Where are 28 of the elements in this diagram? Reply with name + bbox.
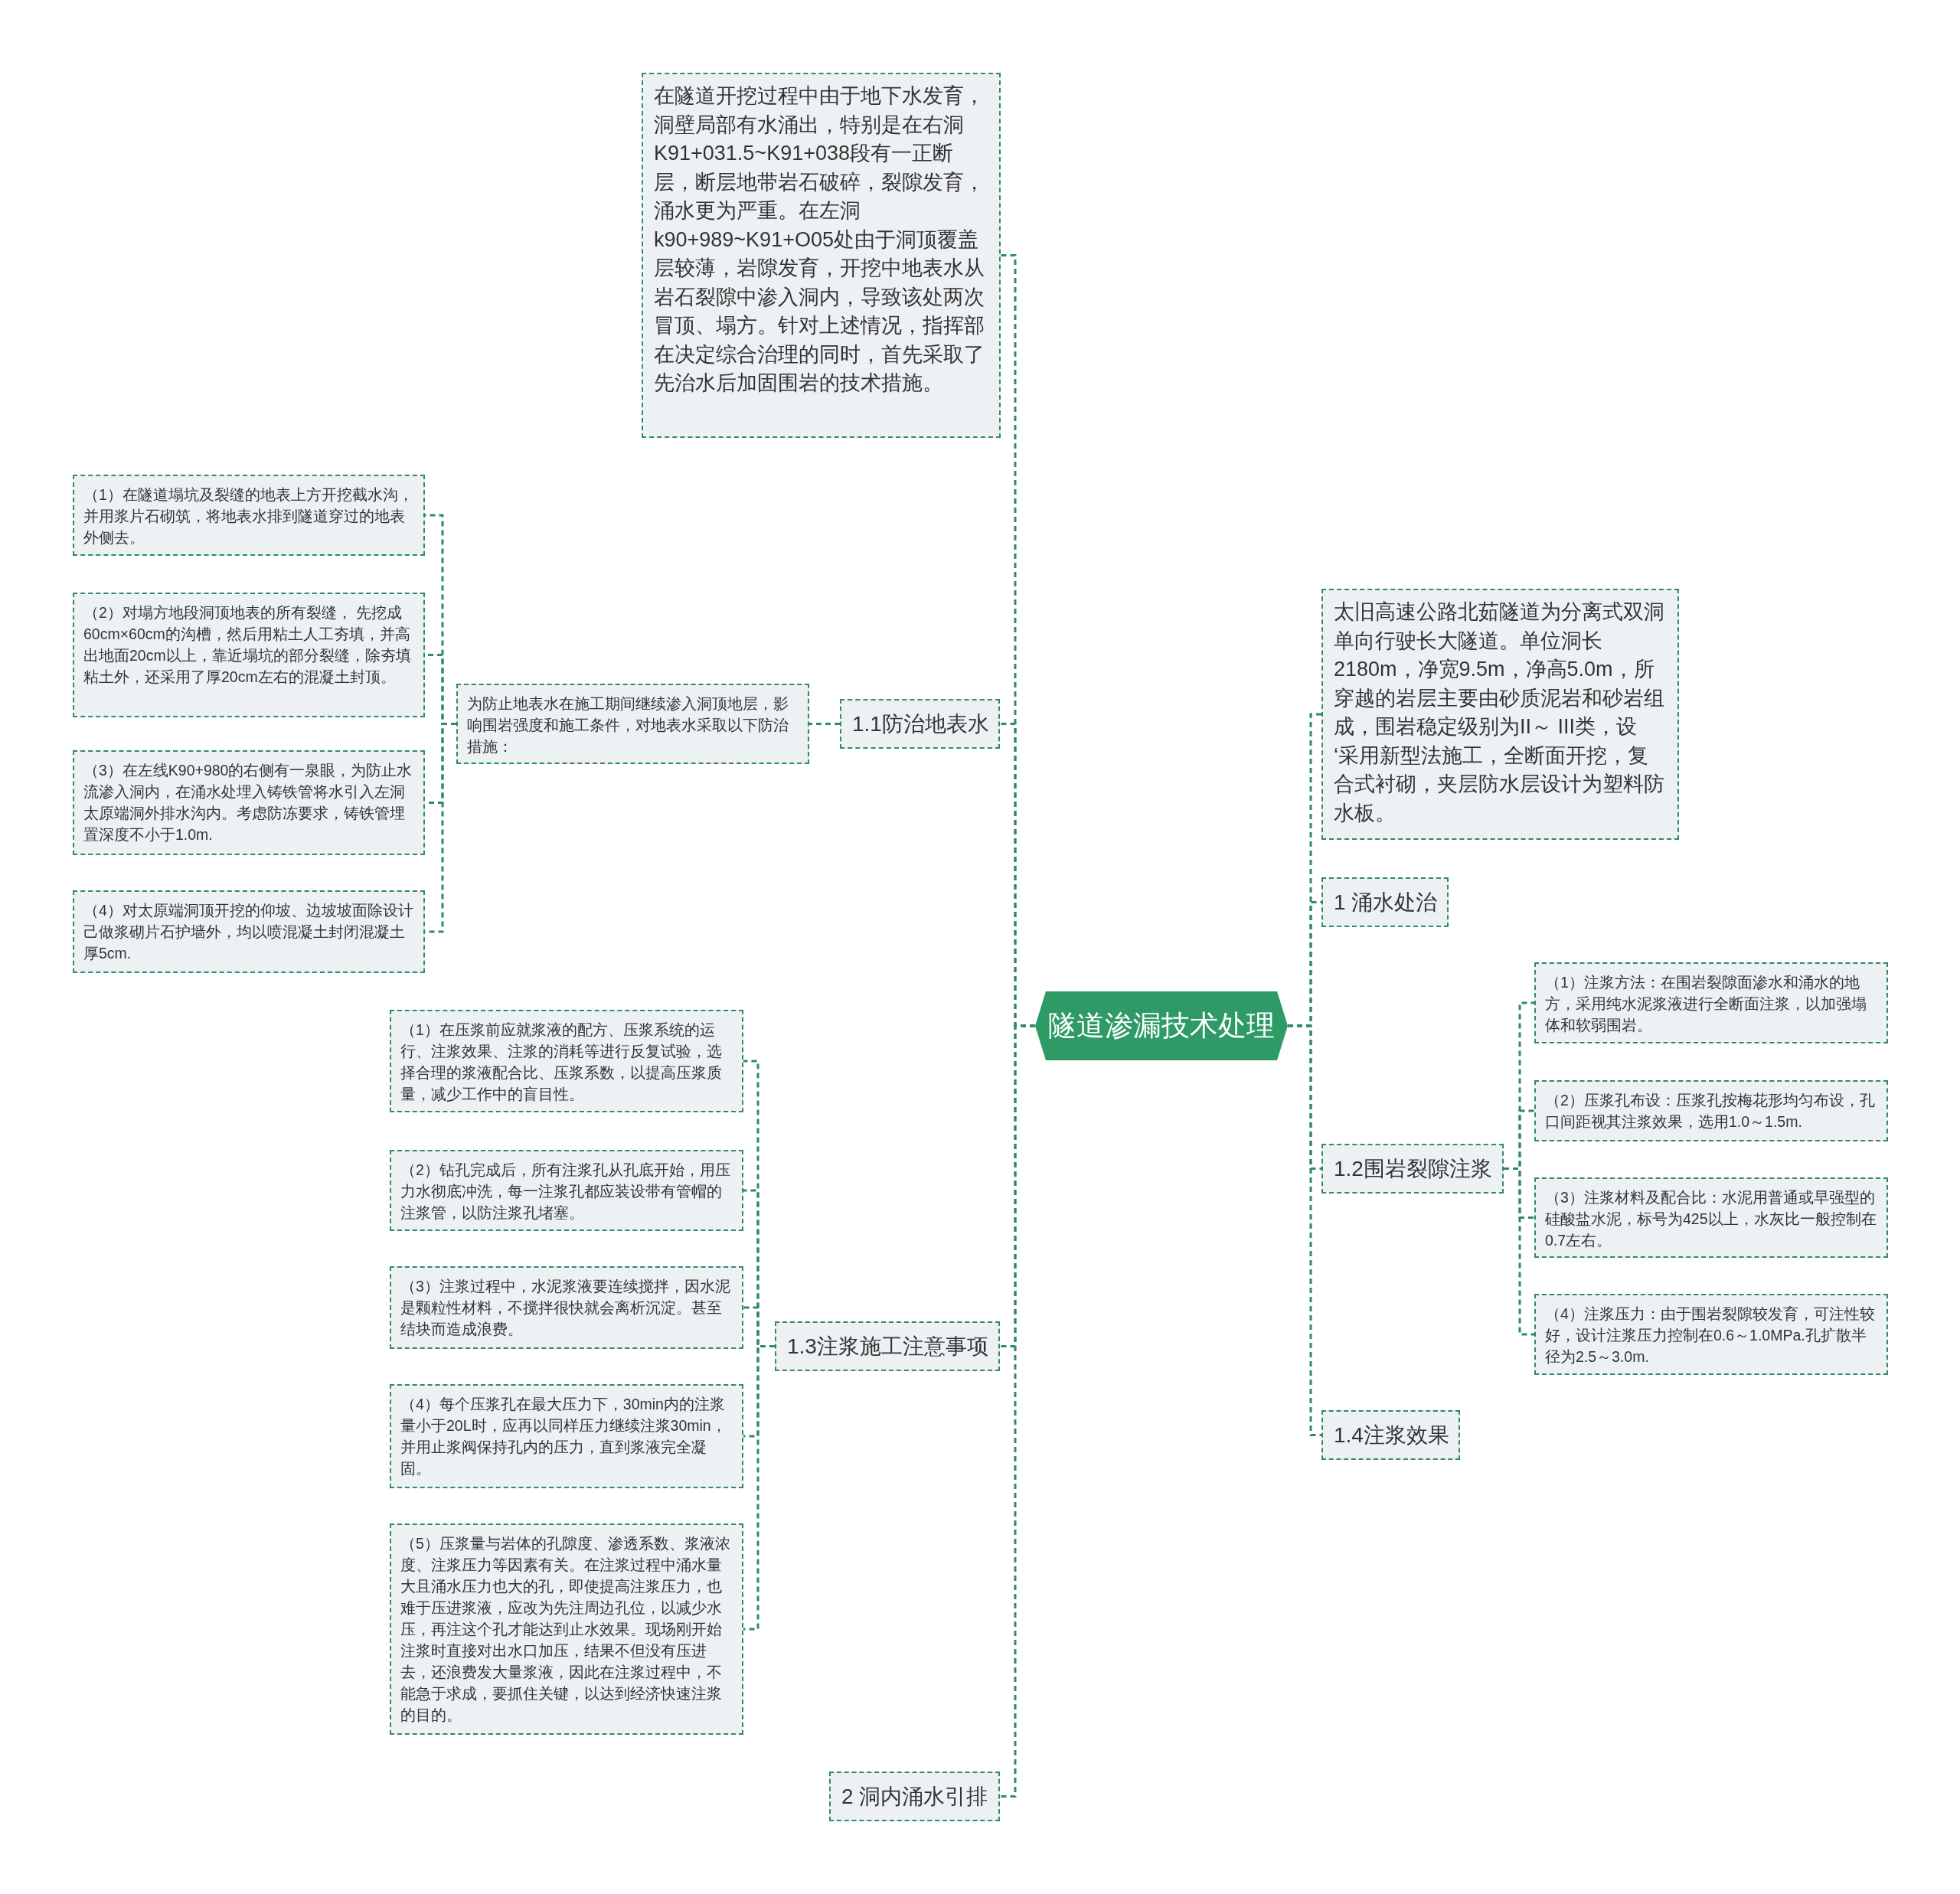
connector-line bbox=[1504, 1167, 1534, 1336]
note-box: （1）在压浆前应就浆液的配方、压浆系统的运行、注浆效果、注浆的消耗等进行反复试验，选择合理的浆液配合比、压浆系数，以提高压浆质量，减少工作中的盲目性。 bbox=[390, 1010, 743, 1112]
topic-box: 1.2围岩裂隙注浆 bbox=[1321, 1144, 1504, 1194]
note-box: 在隧道开挖过程中由于地下水发育，洞壁局部有水涌出，特别是在右洞K91+031.5~K91+038段有一正断层，断层地带岩石破碎，裂隙发育，涌水更为严重。在左洞k90+989~K91+O05处由于洞顶覆盖层较薄，岩隙发育，开挖中地表水从岩石裂隙中渗入洞内，导致该处两次冒顶、塌方。针对上述情况，指挥部在决定综合治理的同时，首先采取了先治水后加固围岩的技术措施。 bbox=[642, 73, 1001, 438]
central-topic: 隧道渗漏技术处理 bbox=[1035, 991, 1288, 1060]
connector-line bbox=[743, 1345, 775, 1631]
note-box: （1）注浆方法：在围岩裂隙面渗水和涌水的地方，采用纯水泥浆液进行全断面注浆，以加强塌体和软弱围岩。 bbox=[1534, 962, 1888, 1043]
connector-line bbox=[809, 723, 840, 725]
note-box: （2）对塌方地段洞顶地表的所有裂缝， 先挖成60cm×60cm的沟槽，然后用粘土人工夯填，并高出地面20cm以上，靠近塌坑的部分裂缝，除夯填粘土外，还采用了厚20cm左右的混凝土封顶。 bbox=[73, 593, 425, 717]
topic-box: 1.4注浆效果 bbox=[1321, 1410, 1460, 1460]
note-box: 为防止地表水在施工期间继续渗入洞顶地层，影响围岩强度和施工条件，对地表水采取以下防治措施： bbox=[456, 684, 809, 764]
note-box: （4）对太原端洞顶开挖的仰坡、边坡坡面除设计己做浆砌片石护墙外，均以喷混凝土封闭混凝土厚5cm. bbox=[73, 890, 425, 973]
topic-box: 1.1防治地表水 bbox=[840, 699, 1000, 749]
note-box: （4）每个压浆孔在最大压力下，30min内的注浆量小于20L时，应再以同样压力继续注浆30min，并用止浆阀保持孔内的压力，直到浆液完全凝固。 bbox=[390, 1384, 743, 1488]
note-box: （5）压浆量与岩体的孔隙度、渗透系数、浆液浓度、注浆压力等因素有关。在注浆过程中涌水量大且涌水压力也大的孔，即使提高注浆压力，也难于压进浆液，应改为先注周边孔位，以减少水压，再注这个孔才能达到止水效果。现场刚开始注浆时直接对出水口加压，结果不但没有压进去，还浪费发大量浆液，因此在注浆过程中，不能急于求成，要抓住关键，以达到经济快速注浆的目的。 bbox=[390, 1523, 743, 1735]
topic-box: 1.3注浆施工注意事项 bbox=[775, 1321, 1000, 1371]
note-box: 太旧高速公路北茹隧道为分离式双洞单向行驶长大隧道。单位洞长2180m，净宽9.5m，净高5.0m，所穿越的岩层主要由砂质泥岩和砂岩组成，围岩稳定级别为II～ III类，设 ‘采用新型法施工，全断面开挖，复合式衬砌，夹层防水层设计为塑料防水板。 bbox=[1321, 589, 1679, 840]
connector-line bbox=[1288, 1024, 1321, 1436]
note-box: （1）在隧道塌坑及裂缝的地表上方开挖截水沟，并用浆片石砌筑，将地表水排到隧道穿过的地表外侧去。 bbox=[73, 475, 425, 556]
connector-line bbox=[1000, 1024, 1035, 1798]
topic-box: 2 洞内涌水引排 bbox=[829, 1772, 1000, 1821]
note-box: （4）注浆压力：由于围岩裂隙较发育，可注性较好，设计注浆压力控制在0.6～1.0MPa.孔扩散半径为2.5～3.0m. bbox=[1534, 1294, 1888, 1375]
note-box: （2）压浆孔布设：压浆孔按梅花形均匀布设，孔口间距视其注浆效果，选用1.0～1.5m. bbox=[1534, 1080, 1888, 1141]
note-box: （3）注浆材料及配合比：水泥用普通或早强型的硅酸盐水泥，标号为425以上，水灰比一般控制在0.7左右。 bbox=[1534, 1177, 1888, 1258]
note-box: （2）钻孔完成后，所有注浆孔从孔底开始，用压力水彻底冲洗，每一注浆孔都应装设带有管帽的注浆管，以防注浆孔堵塞。 bbox=[390, 1150, 743, 1231]
topic-box: 1 涌水处治 bbox=[1321, 877, 1449, 927]
note-box: （3）在左线K90+980的右侧有一泉眼，为防止水流渗入洞内，在涌水处埋入铸铁管将水引入左洞太原端洞外排水沟内。考虑防冻要求，铸铁管埋置深度不小于1.0m. bbox=[73, 750, 425, 855]
note-box: （3）注浆过程中，水泥浆液要连续搅拌，因水泥是颗粒性材料，不搅拌很快就会离析沉淀。甚至结块而造成浪费。 bbox=[390, 1266, 743, 1349]
